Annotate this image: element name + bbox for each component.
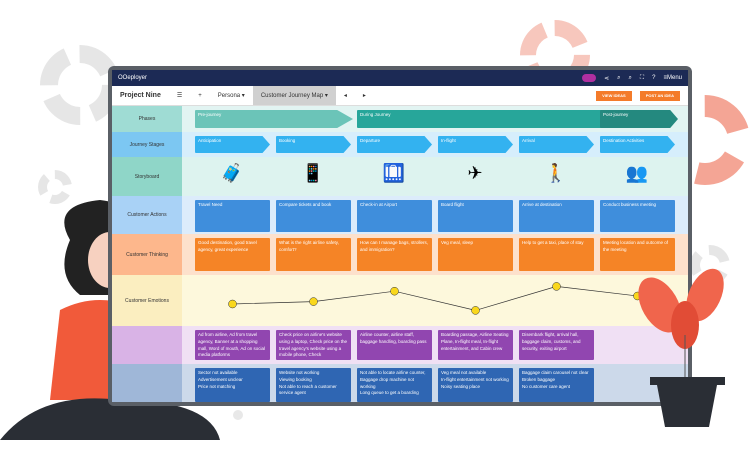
gear-icon [38, 170, 72, 204]
project-title: Project Nine [120, 92, 161, 99]
phase-card[interactable]: Pre-journey [195, 110, 353, 128]
stage-card[interactable]: Booking [276, 136, 351, 153]
action-card[interactable]: Arrive at destination [519, 200, 594, 232]
post-idea-button[interactable]: POST AN IDEA [639, 90, 680, 101]
help-icon[interactable]: ? [652, 75, 656, 81]
action-card[interactable]: Compare tickets and book [276, 200, 351, 232]
tab-persona[interactable]: Persona ▾ [217, 92, 245, 100]
plant-illustration [638, 268, 725, 427]
user-avatar[interactable] [582, 74, 597, 82]
list-icon[interactable]: ☰ [176, 93, 183, 99]
storyboard-image: 📱 [301, 163, 325, 183]
touchpoint-card[interactable]: Airline counter, airline staff, baggage … [357, 330, 432, 360]
phase-card[interactable]: Post-journey [600, 110, 678, 128]
row-label: Customer Thinking [112, 234, 182, 275]
action-card[interactable]: Conduct business meeting [600, 200, 675, 232]
fullscreen-icon[interactable]: ⛶ [639, 74, 645, 81]
thinking-bubble[interactable]: Help to get a taxi, place of stay [519, 238, 594, 271]
share-icon[interactable]: ⋖ [604, 75, 610, 82]
action-card[interactable]: Travel Need [195, 200, 270, 232]
emotion-line [232, 286, 638, 311]
top-bar: OOeployer ⋖ ⌕ ⌕ ⛶ ? ≡Menu [112, 70, 688, 86]
toolbar: Project Nine ☰ + Persona ▾ Customer Jour… [112, 86, 688, 106]
tab-label: Customer Journey Map [260, 92, 324, 99]
row-emotions: Customer Emotions [112, 275, 688, 326]
tab-label: Persona [217, 92, 241, 99]
row-storyboard: Storyboard 🧳 📱 🛄 ✈ 🚶 👥 [112, 157, 688, 196]
touchpoint-card[interactable]: Boarding passage, Airline Seating Plane,… [438, 330, 513, 360]
action-card[interactable]: Check-in at Airport [357, 200, 432, 232]
painpoint-card[interactable]: Not able to locate airline counter, Bagg… [357, 368, 432, 402]
painpoint-card[interactable]: Baggage claim carousel not clear Broken … [519, 368, 594, 402]
storyboard-image: 🚶 [544, 163, 568, 183]
stage-card[interactable]: Anticipation [195, 136, 270, 153]
emotion-face-happy[interactable] [552, 282, 561, 291]
app-logo: OOeployer [118, 75, 148, 81]
row-stages: Journey Stages Anticipation Booking Depart… [112, 132, 688, 157]
painpoint-card[interactable]: Sector not available Advertisement uncle… [195, 368, 270, 402]
action-card[interactable]: Board flight [438, 200, 513, 232]
touchpoint-card[interactable]: Disembark flight, arrival hall, baggage … [519, 330, 594, 360]
emotion-face-sad[interactable] [471, 306, 480, 315]
row-label: Customer Emotions [112, 275, 182, 326]
stage-card[interactable]: In-flight [438, 136, 513, 153]
thinking-bubble[interactable]: Meeting location and outcome of the meet… [600, 238, 675, 271]
app-screen: OOeployer ⋖ ⌕ ⌕ ⛶ ? ≡Menu Project Nine ☰… [112, 70, 688, 402]
touchpoint-card[interactable]: Check price on airline's website using a… [276, 330, 351, 360]
painpoint-card[interactable]: Website not working Viewing booking Not … [276, 368, 351, 402]
thinking-bubble[interactable]: Good destination, good travel agency, gr… [195, 238, 270, 271]
storyboard-image: 🧳 [220, 163, 244, 183]
row-painpoints: Sector not available Advertisement uncle… [112, 364, 688, 402]
thinking-bubble[interactable]: How can I manage bags, strollers, and im… [357, 238, 432, 271]
thinking-bubble[interactable]: Veg meal, sleep [438, 238, 513, 271]
zoom-out-icon[interactable]: ⌕ [628, 74, 632, 81]
emotion-face-happy[interactable] [390, 286, 399, 296]
view-ideas-button[interactable]: VIEW IDEAS [596, 90, 632, 101]
emotion-face-neutral[interactable] [228, 299, 237, 309]
row-label: Customer Actions [112, 196, 182, 234]
storyboard-image: ✈ [467, 163, 483, 183]
prev-icon[interactable]: ◂ [343, 93, 347, 99]
row-label: Storyboard [112, 157, 182, 196]
menu-label: Menu [666, 75, 682, 81]
menu-button[interactable]: ≡Menu [663, 75, 682, 81]
emotion-face-neutral[interactable] [309, 297, 318, 306]
stage-card[interactable]: Arrival [519, 136, 594, 153]
stage-card[interactable]: Departure [357, 136, 432, 153]
thinking-bubble[interactable]: What is the right airline safety, comfor… [276, 238, 351, 271]
touchpoint-card[interactable]: Ad from airline, Ad from travel agency, … [195, 330, 270, 360]
phase-card[interactable]: During Journey [357, 110, 662, 128]
storyboard-image: 🛄 [382, 163, 406, 183]
tab-journey-map[interactable]: Customer Journey Map ▾ [252, 86, 336, 105]
monitor-frame: OOeployer ⋖ ⌕ ⌕ ⛶ ? ≡Menu Project Nine ☰… [108, 66, 692, 406]
painpoint-card[interactable]: Veg meal not available In-flight enterta… [438, 368, 513, 402]
row-label: Phases [112, 106, 182, 132]
row-thinking: Customer Thinking Good destination, good… [112, 234, 688, 275]
stage-card[interactable]: Destination Activities [600, 136, 675, 153]
add-icon[interactable]: + [198, 92, 202, 99]
row-label: Journey Stages [112, 132, 182, 157]
row-touchpoints: Ad from airline, Ad from travel agency, … [112, 326, 688, 364]
next-icon[interactable]: ▸ [362, 93, 366, 99]
zoom-in-icon[interactable]: ⌕ [617, 74, 621, 81]
storyboard-image: 👥 [625, 163, 649, 183]
